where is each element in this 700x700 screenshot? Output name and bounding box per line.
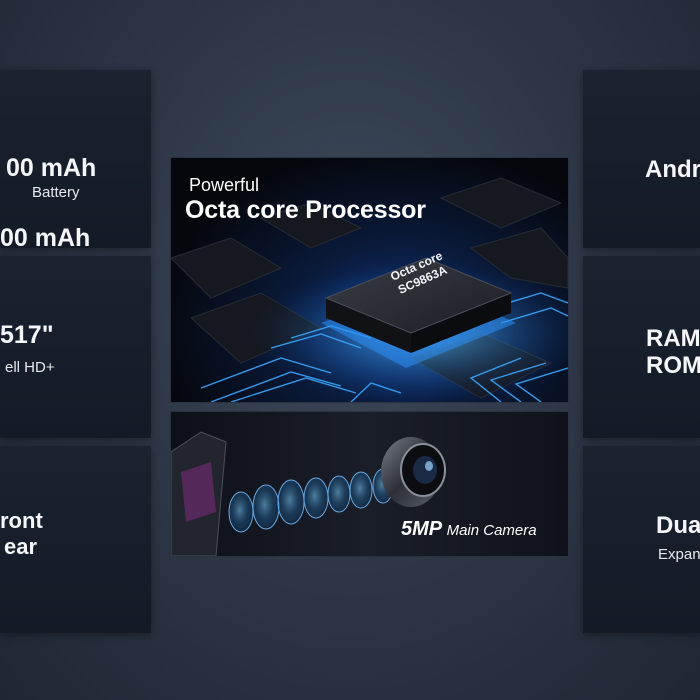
battery-label-text: Battery [32,184,80,201]
display-tile [0,256,151,438]
camera-caption-text: Main Camera [446,522,537,539]
ram-label: RAM [646,325,700,352]
camera-panel: 5MP Main Camera [170,411,569,557]
front-camera-label: ront [0,508,43,533]
screen-size: 517" [0,321,54,349]
processor-pretitle: Powerful [189,175,260,195]
battery-tile: 00 mAh Battery [0,70,151,248]
dual-sim-label: Dua [656,512,700,539]
dual-sim-tile [583,446,700,633]
processor-panel: Powerful Octa core Processor Octa core S… [170,157,569,403]
expandable-label: Expan [658,546,700,563]
rear-camera-label: ear [4,534,38,559]
circuit-board-illustration [171,177,568,402]
battery-capacity-text: 00 mAh [6,154,97,182]
camera-megapixels: 5MP [401,518,443,540]
camera-spec-tile [0,446,151,633]
android-label: Andr [645,156,700,183]
android-tile [583,70,700,248]
screen-type: ell HD+ [5,359,55,376]
battery-capacity: 00 mAh [0,224,91,248]
processor-title: Octa core Processor [185,196,426,224]
camera-caption: 5MP Main Camera [401,518,537,541]
camera-lens-illustration [171,431,446,556]
rom-label: ROM [646,352,700,379]
memory-tile [583,256,700,438]
